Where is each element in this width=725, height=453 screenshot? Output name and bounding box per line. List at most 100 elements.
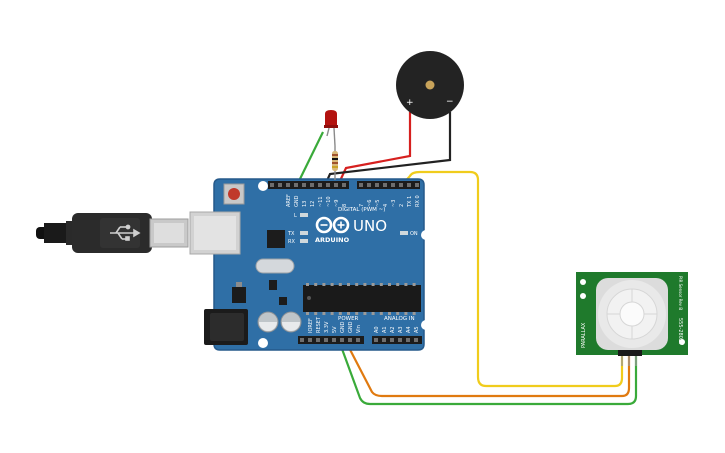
pir-label-left: PARALLAX bbox=[581, 322, 587, 348]
header-pin-hole[interactable] bbox=[270, 183, 274, 187]
digital-pin-label: TX 1 bbox=[407, 196, 413, 208]
wire-green-led[interactable] bbox=[297, 131, 324, 184]
header-pin-hole[interactable] bbox=[383, 183, 387, 187]
chip-pin bbox=[412, 312, 416, 315]
capacitor bbox=[257, 311, 279, 333]
digital-pin-label: GND bbox=[294, 195, 300, 207]
chip-pin bbox=[404, 283, 408, 286]
led-tx: TX bbox=[287, 231, 308, 237]
chip-pin bbox=[379, 312, 383, 315]
header-pin-hole[interactable] bbox=[390, 338, 394, 342]
chip-pin bbox=[363, 283, 367, 286]
header-pin-hole[interactable] bbox=[374, 338, 378, 342]
header-pin-hole[interactable] bbox=[375, 183, 379, 187]
chip-pin bbox=[314, 312, 318, 315]
header-pin-hole[interactable] bbox=[391, 183, 395, 187]
wire-yellow[interactable] bbox=[400, 170, 624, 388]
power-pin-label: 3.3V bbox=[324, 321, 330, 333]
arduino-infinity-logo-icon bbox=[315, 216, 350, 234]
digital-pin-label: ~6 bbox=[367, 200, 373, 207]
reset-button[interactable] bbox=[223, 183, 245, 205]
header-pin-hole[interactable] bbox=[302, 183, 306, 187]
buzzer-plus-label: + bbox=[406, 98, 414, 108]
header-pin-hole[interactable] bbox=[300, 338, 304, 342]
svg-text:TX: TX bbox=[287, 231, 295, 237]
digital-pin-label: ~3 bbox=[391, 200, 397, 207]
chip-pin bbox=[322, 283, 326, 286]
header-pin-hole[interactable] bbox=[348, 338, 352, 342]
header-pin-hole[interactable] bbox=[359, 183, 363, 187]
wire-green-ground[interactable] bbox=[336, 337, 638, 406]
chip-pin bbox=[322, 312, 326, 315]
chip-pin bbox=[347, 312, 350, 315]
svg-text:L: L bbox=[294, 213, 297, 219]
header-pin-hole[interactable] bbox=[294, 183, 298, 187]
header-pin-hole[interactable] bbox=[414, 338, 418, 342]
digital-pin-label: 4 bbox=[383, 204, 389, 207]
chip-pin bbox=[338, 312, 342, 315]
header-pin-hole[interactable] bbox=[367, 183, 371, 187]
svg-text:ANALOG IN: ANALOG IN bbox=[384, 316, 415, 322]
power-pin-label: IOREF bbox=[308, 318, 314, 333]
small-chip bbox=[279, 297, 287, 305]
resistor[interactable] bbox=[332, 146, 338, 180]
arduino-label: ARDUINO bbox=[315, 236, 350, 244]
header-pin-hole[interactable] bbox=[407, 183, 411, 187]
header-pin-hole[interactable] bbox=[278, 183, 282, 187]
chip-pin bbox=[388, 283, 391, 286]
analog-pin-label: A3 bbox=[398, 326, 404, 333]
header-pin-hole[interactable] bbox=[342, 183, 346, 187]
pir-sensor[interactable]: PARALLAX 555-28027 PIR Sensor Rev B bbox=[576, 272, 688, 366]
header-pin-hole[interactable] bbox=[340, 338, 344, 342]
usb-cable-icon[interactable] bbox=[36, 213, 189, 253]
header-pin-hole[interactable] bbox=[356, 338, 360, 342]
header-pin-hole[interactable] bbox=[415, 183, 419, 187]
header-pin-hole[interactable] bbox=[324, 338, 328, 342]
analog-pin-label: A5 bbox=[414, 326, 420, 333]
header-pin-hole[interactable] bbox=[382, 338, 386, 342]
header-pin-hole[interactable] bbox=[326, 183, 330, 187]
chip-pin bbox=[388, 312, 391, 315]
header-pin-hole[interactable] bbox=[286, 183, 290, 187]
digital-pin-label: ~10 bbox=[326, 196, 332, 207]
header-pin-hole[interactable] bbox=[398, 338, 402, 342]
digital-pin-label: 13 bbox=[302, 201, 308, 207]
header-pin-hole[interactable] bbox=[316, 338, 320, 342]
small-chip bbox=[269, 280, 277, 290]
wires bbox=[297, 112, 638, 406]
digital-pin-label: ~9 bbox=[334, 200, 340, 207]
header-pin-hole[interactable] bbox=[332, 338, 336, 342]
red-led[interactable] bbox=[324, 110, 338, 147]
header-pin-hole[interactable] bbox=[334, 183, 338, 187]
wire-orange[interactable] bbox=[343, 337, 631, 398]
svg-text:DIGITAL (PWM ~): DIGITAL (PWM ~) bbox=[338, 207, 385, 213]
digital-pin-label: AREF bbox=[286, 194, 292, 207]
power-pin-label: GND bbox=[348, 321, 354, 333]
chip-pin bbox=[371, 283, 375, 286]
header-pin-hole[interactable] bbox=[310, 183, 314, 187]
buzzer-minus-label: − bbox=[446, 97, 454, 107]
header-pin-hole[interactable] bbox=[318, 183, 322, 187]
led-l: L bbox=[294, 213, 308, 219]
piezo-buzzer[interactable]: + − bbox=[396, 51, 464, 119]
chip-pin bbox=[412, 283, 416, 286]
digital-pin-label: ~5 bbox=[375, 200, 381, 207]
chip-pin bbox=[355, 312, 359, 315]
analog-pin-label: A0 bbox=[374, 326, 380, 333]
header-pin-hole[interactable] bbox=[406, 338, 410, 342]
chip-pin bbox=[396, 312, 400, 315]
voltage-regulator bbox=[232, 282, 246, 303]
digital-pin-label: ~11 bbox=[318, 196, 324, 207]
header-pin-hole[interactable] bbox=[399, 183, 403, 187]
chip-pin bbox=[363, 312, 367, 315]
analog-pin-label: A2 bbox=[390, 326, 396, 333]
pir-label-top: PIR Sensor Rev B bbox=[678, 276, 683, 310]
pir-label-right: 555-28027 bbox=[677, 318, 683, 345]
digital-pin-label: 2 bbox=[399, 204, 405, 207]
wire-red[interactable] bbox=[338, 112, 412, 184]
power-pin-label: GND bbox=[340, 321, 346, 333]
header-pin-hole[interactable] bbox=[308, 338, 312, 342]
